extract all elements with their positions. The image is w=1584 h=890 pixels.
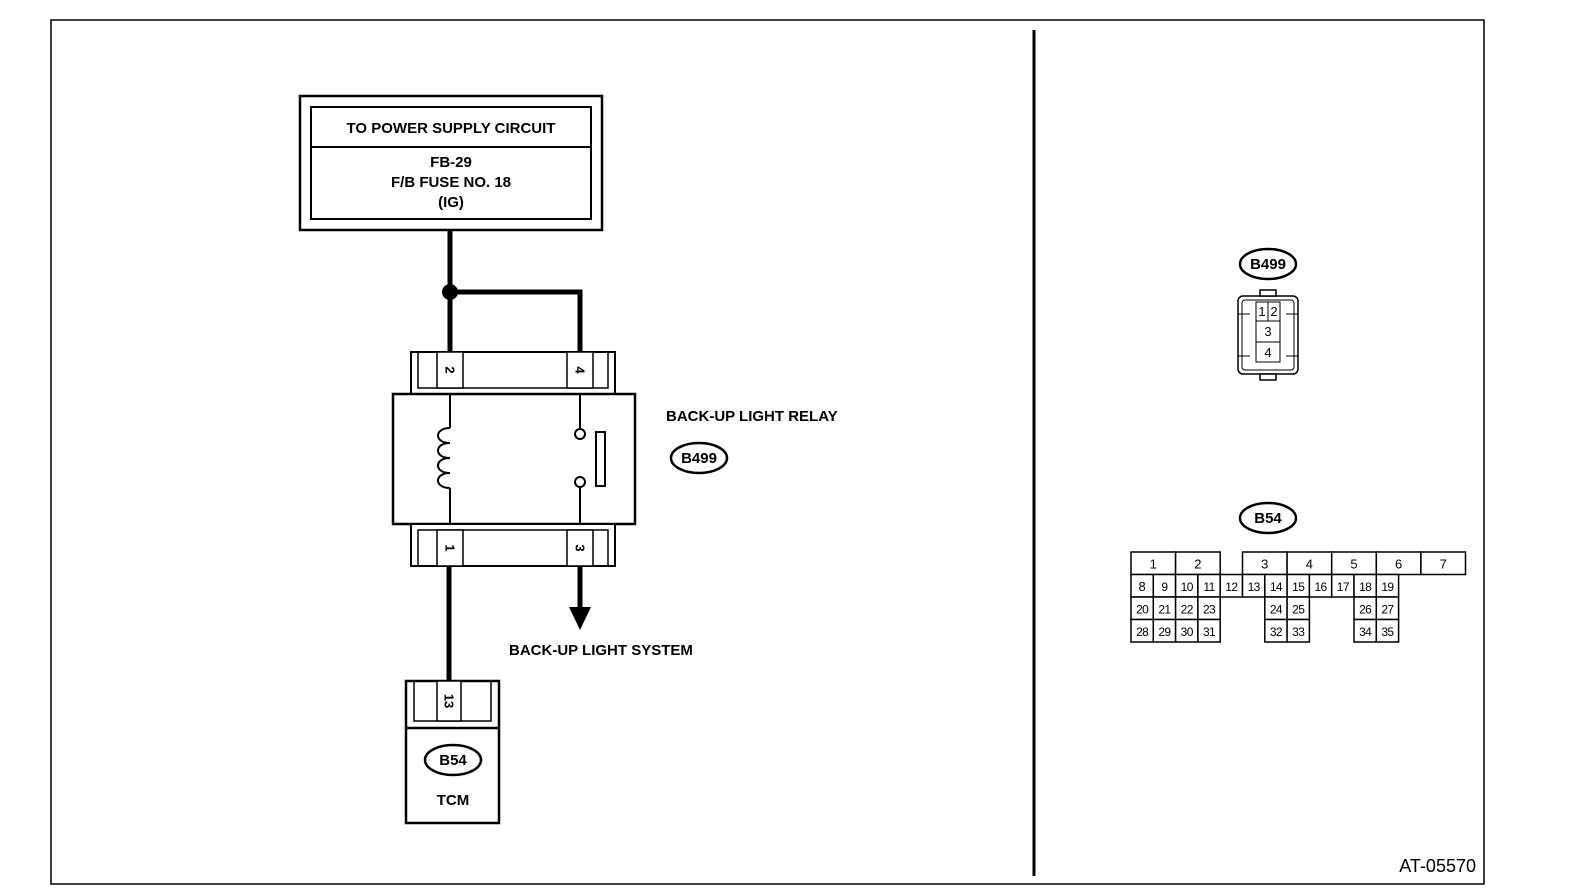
b54-pin-cell [1197,618,1221,643]
relay-coil-icon [437,394,451,524]
b499-pin-2: 2 [1270,304,1277,319]
b54-pin-number: 8 [1139,579,1146,594]
b54-pin-number: 4 [1306,556,1313,571]
b54-pin-number: 7 [1440,556,1447,571]
b54-pin-number: 21 [1158,602,1171,616]
b54-pin-number: 10 [1181,580,1194,594]
b54-pin-number: 20 [1136,602,1149,616]
b54-pin-number: 23 [1203,602,1216,616]
splice-point [442,284,458,300]
tcm-connector-badge [423,743,483,777]
b54-pin-number: 6 [1395,556,1402,571]
tcm-connector-code: B54 [439,752,467,769]
ignition-label: (IG) [438,194,464,211]
relay-pin-1: 1 [443,544,458,551]
b54-pin-number: 28 [1136,625,1149,639]
relay-connector-code: B499 [681,450,717,467]
b54-pin-number: 24 [1270,602,1283,616]
b54-pin-number: 11 [1203,580,1215,594]
relay-pin-2: 2 [443,366,458,373]
b54-pin-number: 2 [1194,556,1201,571]
figure-id: AT-05570 [1399,856,1476,876]
relay-pin-3: 3 [573,544,588,551]
diagram-frame [50,19,1485,885]
b499-pin-3: 3 [1264,324,1271,339]
b54-pin-number: 27 [1381,602,1394,616]
b54-pin-number: 25 [1292,602,1305,616]
b54-pin-number: 35 [1381,625,1394,639]
b54-pin-number: 34 [1359,625,1372,639]
relay-top-connector: 2 4 [410,351,616,395]
relay-bottom-connector: 1 3 [410,523,616,567]
b54-pin-number: 30 [1181,625,1194,639]
b54-pin-cell [1286,618,1311,643]
fuse-number: F/B FUSE NO. 18 [391,174,511,191]
wires [446,230,583,681]
b54-pin-number: 17 [1337,580,1350,594]
b54-pin-number: 29 [1158,625,1171,639]
relay-switch-icon [574,394,606,524]
b54-pin-cell [1375,618,1400,643]
b499-pin-1: 1 [1258,304,1265,319]
tcm-module: 13 B54 TCM [404,679,501,825]
b54-pin-cell [1420,551,1467,576]
b499-connector-face: B499 1 2 3 4 [1237,247,1299,381]
b54-pin-number: 13 [1248,580,1261,594]
relay-label: BACK-UP LIGHT RELAY [666,408,838,425]
b54-pin-number: 15 [1292,580,1305,594]
b54-pin-number: 12 [1225,580,1238,594]
backup-arrow-icon [569,607,591,630]
b54-pin-number: 3 [1261,556,1268,571]
b54-pin-number: 33 [1292,625,1305,639]
b499-label: B499 [1250,256,1286,273]
tcm-pin-13: 13 [442,694,457,708]
power-supply-box: TO POWER SUPPLY CIRCUIT FB-29 F/B FUSE N… [298,94,604,232]
backup-light-system-label: BACK-UP LIGHT SYSTEM [509,642,693,659]
b54-pin-number: 9 [1161,580,1168,594]
b54-pin-number: 16 [1314,580,1327,594]
b499-pin-4: 4 [1264,345,1271,360]
b54-pin-number: 22 [1181,602,1194,616]
fuse-block-ref: FB-29 [430,154,472,171]
power-supply-title: TO POWER SUPPLY CIRCUIT [347,120,556,137]
tcm-label: TCM [437,792,470,809]
b54-pin-number: 14 [1270,580,1283,594]
b54-pin-number: 5 [1350,556,1357,571]
b54-pin-number: 18 [1359,580,1372,594]
b54-pin-number: 1 [1150,556,1157,571]
b54-pin-number: 32 [1270,625,1283,639]
relay-connector-badge: B499 [669,441,729,475]
b54-pin-number: 26 [1359,602,1372,616]
backup-light-relay: 2 4 1 3 [391,351,637,567]
b54-pin-number: 19 [1381,580,1394,594]
b54-pin-number: 31 [1203,625,1216,639]
b54-label: B54 [1254,510,1282,527]
relay-pin-4: 4 [573,366,588,374]
wire-splice-to-pin4 [450,289,583,358]
